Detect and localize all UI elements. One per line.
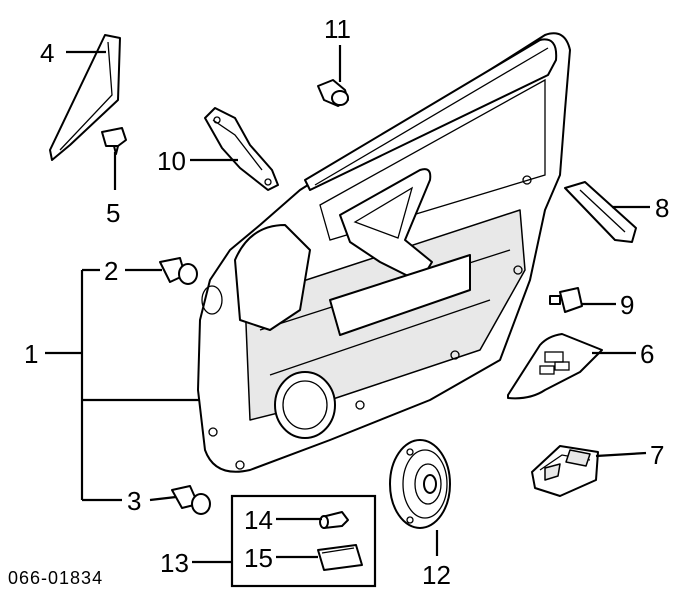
garnish-strip-8 (564, 181, 637, 243)
callout-13: 13 (160, 548, 189, 578)
kit-box-13 (230, 494, 377, 588)
fastener-3 (171, 485, 211, 515)
callout-numbers: 1 2 3 4 5 6 7 8 9 10 11 12 13 14 15 (24, 14, 669, 590)
callout-15: 15 (244, 543, 273, 573)
callout-14: 14 (244, 505, 273, 535)
plug-cap-11 (317, 79, 349, 107)
callout-2: 2 (104, 256, 118, 286)
bulb-14 (319, 511, 349, 529)
diagram-code: 066-01834 (8, 568, 103, 588)
callout-9: 9 (620, 290, 634, 320)
door-trim-panel (197, 32, 571, 473)
speaker-12 (389, 439, 451, 529)
bracket-10 (204, 107, 279, 191)
callout-1: 1 (24, 339, 38, 369)
callout-3: 3 (127, 486, 141, 516)
callout-10: 10 (157, 146, 186, 176)
fastener-2 (159, 257, 198, 285)
callout-5: 5 (106, 198, 120, 228)
trim-clip-5 (101, 127, 127, 155)
callout-8: 8 (655, 193, 669, 223)
lens-15 (317, 544, 363, 571)
switch-bezel-6 (507, 333, 603, 400)
callout-4: 4 (40, 38, 54, 68)
mirror-corner-trim (49, 34, 121, 161)
callout-12: 12 (422, 560, 451, 590)
window-switch-7 (531, 445, 599, 497)
leader-lines (45, 45, 650, 564)
callout-7: 7 (650, 440, 664, 470)
switch-9 (549, 287, 583, 313)
callout-11: 11 (324, 14, 351, 44)
callout-6: 6 (640, 339, 654, 369)
